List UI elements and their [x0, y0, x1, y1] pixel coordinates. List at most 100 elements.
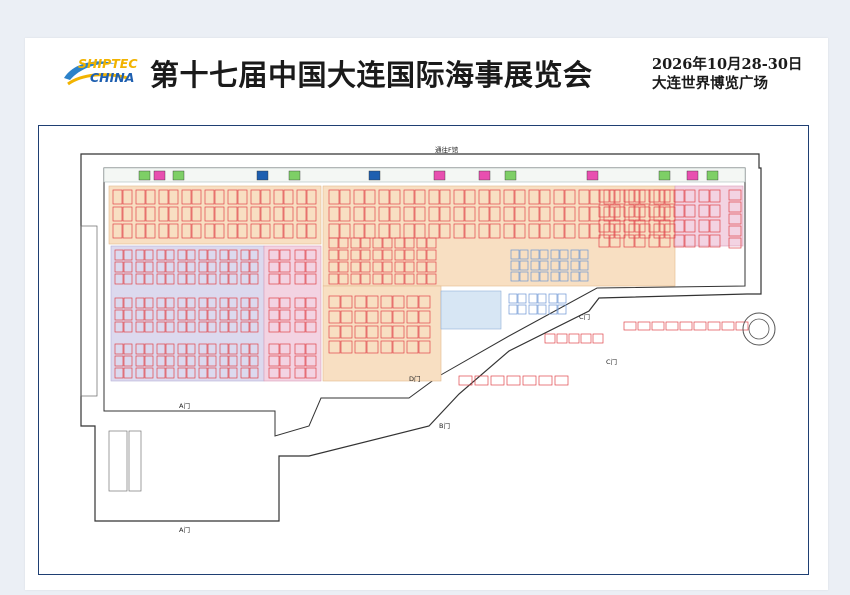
booth[interactable] — [728, 189, 742, 201]
entrance-b-label[interactable]: B门 — [439, 421, 450, 430]
booth[interactable] — [709, 234, 721, 248]
booth[interactable] — [237, 206, 248, 222]
booth[interactable] — [392, 325, 405, 339]
booth[interactable] — [418, 310, 431, 324]
booth[interactable] — [589, 206, 601, 222]
booth[interactable] — [250, 206, 261, 222]
booth[interactable] — [698, 204, 710, 218]
booth[interactable] — [279, 261, 291, 273]
booth[interactable] — [426, 261, 437, 273]
booth[interactable] — [564, 206, 576, 222]
booth[interactable] — [394, 237, 405, 249]
booth[interactable] — [228, 321, 238, 333]
booth[interactable] — [328, 249, 339, 261]
booth[interactable] — [123, 309, 133, 321]
booth[interactable] — [550, 260, 560, 271]
booth[interactable] — [240, 261, 250, 273]
booth[interactable] — [123, 367, 133, 379]
booth[interactable] — [684, 234, 696, 248]
booth[interactable] — [219, 297, 229, 309]
booth[interactable] — [378, 189, 390, 205]
booth[interactable] — [198, 367, 208, 379]
booth[interactable] — [156, 355, 166, 367]
booth[interactable] — [198, 343, 208, 355]
booth[interactable] — [598, 234, 610, 248]
booth[interactable] — [372, 261, 383, 273]
booth[interactable] — [305, 309, 317, 321]
booth[interactable] — [382, 273, 393, 285]
booth[interactable] — [728, 225, 742, 237]
booth[interactable] — [338, 237, 349, 249]
booth[interactable] — [416, 261, 427, 273]
booth[interactable] — [135, 273, 145, 285]
booth[interactable] — [539, 206, 551, 222]
booth[interactable] — [296, 189, 307, 205]
booth[interactable] — [294, 321, 306, 333]
booth[interactable] — [439, 206, 451, 222]
booth[interactable] — [268, 343, 280, 355]
booth[interactable] — [294, 249, 306, 261]
booth[interactable] — [623, 219, 635, 233]
booth[interactable] — [135, 343, 145, 355]
booth[interactable] — [728, 213, 742, 225]
booth[interactable] — [135, 223, 146, 239]
booth[interactable] — [464, 189, 476, 205]
booth[interactable] — [305, 367, 317, 379]
booth[interactable] — [514, 206, 526, 222]
booth[interactable] — [651, 321, 665, 331]
booth[interactable] — [122, 189, 133, 205]
booth[interactable] — [634, 204, 646, 218]
booth[interactable] — [214, 206, 225, 222]
booth[interactable] — [517, 304, 527, 315]
booth[interactable] — [354, 325, 367, 339]
booth[interactable] — [592, 333, 604, 344]
booth[interactable] — [728, 237, 742, 249]
booth[interactable] — [709, 189, 721, 203]
booth[interactable] — [698, 189, 710, 203]
booth[interactable] — [165, 297, 175, 309]
booth[interactable] — [404, 261, 415, 273]
booth[interactable] — [340, 295, 353, 309]
booth[interactable] — [227, 206, 238, 222]
booth[interactable] — [506, 375, 521, 386]
booth[interactable] — [530, 249, 540, 260]
booth[interactable] — [328, 340, 341, 354]
booth[interactable] — [294, 343, 306, 355]
booth[interactable] — [538, 375, 553, 386]
booth[interactable] — [198, 297, 208, 309]
booth[interactable] — [207, 321, 217, 333]
booth[interactable] — [305, 261, 317, 273]
booth[interactable] — [659, 189, 671, 203]
booth[interactable] — [366, 325, 379, 339]
booth[interactable] — [338, 261, 349, 273]
booth[interactable] — [177, 297, 187, 309]
booth[interactable] — [207, 355, 217, 367]
booth[interactable] — [123, 355, 133, 367]
booth[interactable] — [553, 206, 565, 222]
booth[interactable] — [426, 249, 437, 261]
booth[interactable] — [659, 234, 671, 248]
booth[interactable] — [548, 293, 558, 304]
booth[interactable] — [168, 206, 179, 222]
booth[interactable] — [273, 223, 284, 239]
booth[interactable] — [418, 325, 431, 339]
booth[interactable] — [510, 260, 520, 271]
booth[interactable] — [553, 189, 565, 205]
booth[interactable] — [144, 249, 154, 261]
booth[interactable] — [416, 273, 427, 285]
booth[interactable] — [219, 261, 229, 273]
booth[interactable] — [539, 189, 551, 205]
entrance-d-label[interactable]: D门 — [409, 374, 421, 383]
booth[interactable] — [339, 189, 351, 205]
booth[interactable] — [598, 204, 610, 218]
booth[interactable] — [453, 223, 465, 239]
booth[interactable] — [426, 237, 437, 249]
booth[interactable] — [528, 293, 538, 304]
booth[interactable] — [144, 367, 154, 379]
booth[interactable] — [490, 375, 505, 386]
booth[interactable] — [556, 333, 568, 344]
booth[interactable] — [557, 304, 567, 315]
booth[interactable] — [578, 223, 590, 239]
booth[interactable] — [249, 343, 259, 355]
booth[interactable] — [228, 297, 238, 309]
